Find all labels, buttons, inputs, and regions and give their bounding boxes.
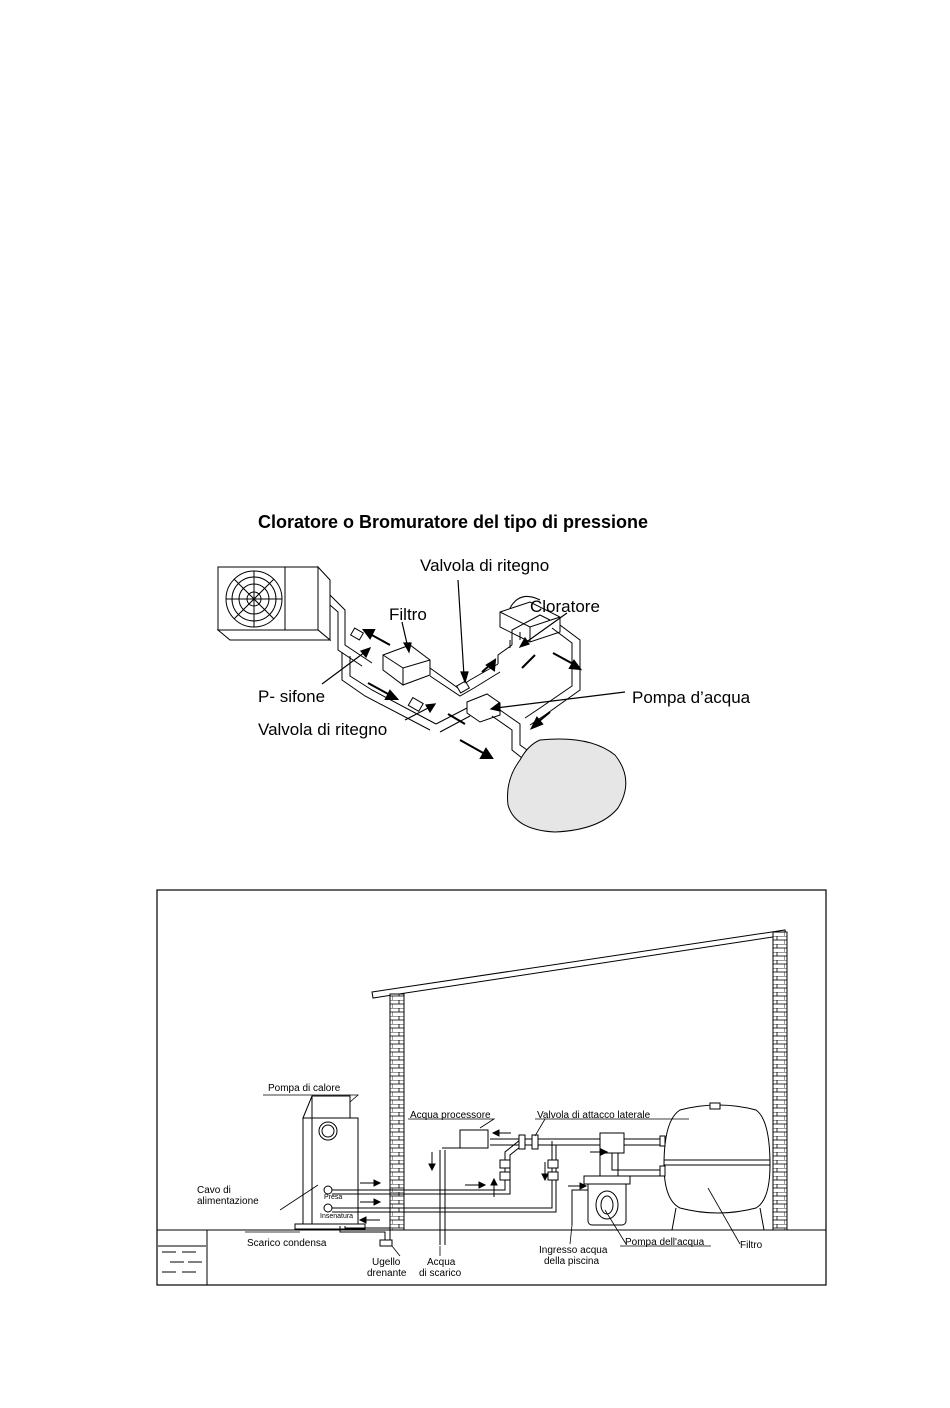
label-filtro: Filtro	[389, 605, 427, 624]
label-cloratore: Cloratore	[530, 597, 600, 616]
label-presa: Presa	[324, 1194, 343, 1201]
label-scarico-condensa: Scarico condensa	[247, 1238, 327, 1249]
acqua-processore-box-icon	[459, 1129, 489, 1149]
label-insenatura: Insenatura	[320, 1213, 354, 1220]
pompa-acqua-icon	[571, 1152, 631, 1226]
heat-pump-unit-icon	[216, 565, 332, 642]
pompa-box-icon	[466, 693, 501, 723]
label-ingresso-line1: Ingresso acqua	[539, 1245, 608, 1256]
pool-water-icon	[158, 1245, 206, 1273]
pool-shape-icon	[507, 738, 627, 833]
label-pompa-acqua: Pompa d’acqua	[632, 688, 751, 707]
label-acqua-processore: Acqua processore	[410, 1110, 491, 1121]
label-ugello-line1: Ugello	[372, 1257, 401, 1268]
label-acqua-scarico-line2: di scarico	[419, 1268, 462, 1279]
label-pompa-dell-acqua: Pompa dell'acqua	[625, 1237, 705, 1248]
label-valvola-laterale: Valvola di attacco laterale	[537, 1110, 651, 1121]
label-ugello-line2: drenante	[367, 1268, 407, 1279]
label-filtro-tank: Filtro	[740, 1240, 763, 1251]
filtro-tank-icon	[659, 1102, 771, 1231]
label-valvola-di-ritegno-bottom: Valvola di ritegno	[258, 720, 388, 739]
heat-pump-unit-icon	[294, 1095, 366, 1230]
label-p-sifone: P- sifone	[258, 687, 326, 706]
label-ingresso-line2: della piscina	[544, 1256, 600, 1267]
label-pompa-di-calore: Pompa di calore	[268, 1083, 341, 1094]
label-valvola-di-ritegno-top: Valvola di ritegno	[420, 556, 550, 575]
diagram-title: Cloratore o Bromuratore del tipo di pres…	[258, 512, 649, 532]
label-acqua-scarico-line1: Acqua	[427, 1257, 456, 1268]
cloratore-box-icon	[499, 595, 561, 643]
label-cavo-line1: Cavo di	[197, 1185, 231, 1196]
label-cavo-line2: alimentazione	[197, 1196, 259, 1207]
